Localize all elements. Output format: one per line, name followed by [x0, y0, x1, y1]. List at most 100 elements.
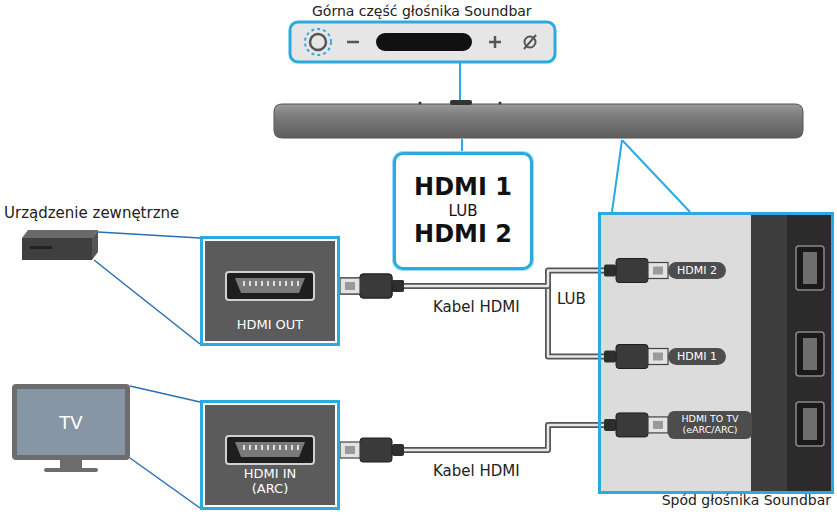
soundbar-dot	[499, 102, 502, 105]
plug-tip-slot	[653, 353, 663, 361]
tv-stand	[60, 460, 82, 468]
node-text: HDMI OUT	[237, 317, 304, 333]
plug-body	[616, 413, 648, 437]
plug-body	[360, 438, 392, 462]
leader-line	[130, 386, 200, 402]
soundbar-dot	[419, 102, 422, 105]
node-text: HDMI 2	[414, 220, 512, 249]
panel-surface	[601, 215, 751, 491]
plug-relief	[392, 280, 404, 292]
hdmi-callout-box: HDMI 1LUBHDMI 2	[393, 152, 533, 270]
port-inner	[235, 278, 305, 293]
node-text: HDMI IN (ARC)	[233, 466, 307, 497]
port-pin	[243, 445, 245, 450]
panel-strip	[751, 215, 787, 491]
node-text: HDMI 2	[677, 264, 717, 277]
hdmi-plug	[340, 274, 404, 298]
port-pin	[285, 281, 287, 286]
port-pin	[279, 445, 281, 450]
plug-body	[360, 274, 392, 298]
plug-tip-slot	[653, 421, 663, 429]
soundbar-top-buttons	[450, 100, 472, 105]
device-slot	[30, 246, 52, 249]
plug-relief	[604, 351, 616, 363]
node-text: HDMI 1	[677, 350, 717, 363]
plug-body	[360, 274, 392, 298]
minus-button	[347, 41, 359, 44]
node-text: HDMI TO TV (eARC/ARC)	[674, 414, 746, 436]
port-pin	[285, 445, 287, 450]
cable-label: Kabel HDMI	[431, 462, 522, 480]
part-label: Górna część głośnika Soundbar	[312, 3, 532, 19]
plug-tip-slot	[345, 282, 355, 290]
leader-line	[98, 232, 200, 238]
mic-button	[524, 35, 536, 49]
part-label: Urządzenie zewnętrzne	[4, 204, 179, 222]
port-tag: HDMI TO TV (eARC/ARC)	[668, 411, 752, 439]
hdmi-port-icon	[225, 435, 315, 465]
port-pin	[261, 445, 263, 450]
socket-pins	[803, 408, 817, 440]
plug-tip	[648, 263, 668, 279]
soundbar-body	[274, 104, 803, 138]
port-frame	[226, 272, 314, 300]
node-text: HDMI 1	[414, 173, 512, 202]
hdmi-plug	[604, 345, 668, 369]
device-top	[22, 230, 98, 238]
hdmi-plug	[340, 438, 404, 462]
plug-relief	[392, 280, 404, 292]
tv-screen: TV	[12, 384, 130, 460]
hdmi-socket	[796, 246, 824, 290]
port-pin	[243, 281, 245, 286]
port-pin	[261, 281, 263, 286]
plug-relief	[604, 265, 616, 277]
port-frame	[226, 436, 314, 464]
port-inner	[235, 442, 305, 457]
leader-line	[459, 62, 461, 100]
port-pin	[249, 445, 251, 450]
hdmi-plug	[604, 413, 668, 437]
port-pin	[273, 281, 275, 286]
port-pin	[279, 281, 281, 286]
socket-pins	[803, 338, 817, 370]
port-pin	[291, 445, 293, 450]
panel-strip	[787, 215, 831, 491]
leader-line	[94, 260, 200, 344]
plug-tip	[340, 278, 360, 294]
port-pin	[267, 281, 269, 286]
hdmi-in-port-box: HDMI IN (ARC)	[200, 400, 340, 510]
hdmi-socket	[796, 332, 824, 376]
hdmi-socket	[796, 402, 824, 446]
plug-body	[616, 345, 648, 369]
port-tag: HDMI 2	[668, 262, 726, 279]
part-label: LUB	[557, 290, 586, 308]
leader-line	[461, 139, 463, 152]
socket-pins	[803, 252, 817, 284]
plus-button	[494, 36, 497, 48]
panel-heading: Spód głośnika Soundbar	[662, 492, 831, 508]
plug-tip-slot	[653, 267, 663, 275]
port-pin	[255, 281, 257, 286]
leader-line	[622, 140, 690, 212]
leader-line	[612, 140, 622, 212]
port-pin	[249, 281, 251, 286]
port-pin	[297, 445, 299, 450]
node-text: TV	[59, 412, 82, 433]
display-oval	[376, 33, 472, 51]
port-pin	[297, 281, 299, 286]
port-pin	[255, 445, 257, 450]
highlight-circle	[305, 29, 331, 55]
port-pin	[291, 281, 293, 286]
plug-tip-slot	[345, 282, 355, 290]
device-body	[22, 238, 92, 260]
node-text: LUB	[449, 202, 478, 220]
plug-body	[616, 259, 648, 283]
plug-tip	[648, 417, 668, 433]
hdmi-plug	[340, 274, 404, 298]
hdmi-plug	[604, 259, 668, 283]
plug-tip	[648, 349, 668, 365]
port-tag: HDMI 1	[668, 348, 726, 365]
soundbar-bottom-panel: Spód głośnika SoundbarHDMI 2HDMI 1HDMI T…	[598, 212, 834, 494]
hdmi-out-port-box: HDMI OUT	[200, 236, 340, 346]
